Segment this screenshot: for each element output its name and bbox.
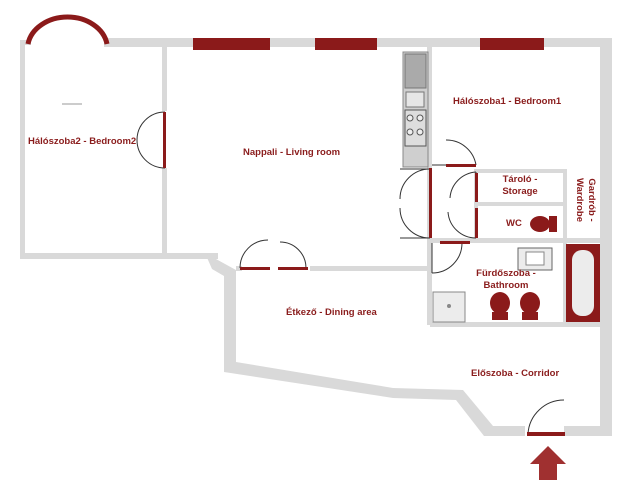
- jamb-kitchen: [429, 168, 432, 238]
- room-label-living: Nappali - Living room: [243, 147, 341, 158]
- door-kitchen-2: [399, 207, 431, 239]
- bathroom-line-1: Fürdőszoba -: [476, 268, 536, 279]
- door-wc: [447, 210, 477, 239]
- room-label-bathroom: Fürdőszoba - Bathroom: [476, 268, 536, 292]
- door-bedroom2-top: [136, 111, 166, 141]
- wall-right: [600, 38, 612, 436]
- door-bedroom1: [432, 139, 477, 166]
- wardrobe-line-1: Gardrób -: [586, 178, 597, 222]
- wall-left: [20, 40, 25, 258]
- room-label-storage: Tároló - Storage: [502, 174, 537, 198]
- bathroom-line-2: Bathroom: [483, 280, 529, 291]
- wall-storage-box: [474, 169, 566, 173]
- door-dining-left: [239, 239, 269, 269]
- wall-bottom-right: [564, 426, 612, 436]
- wc-toilet-icon: [530, 216, 557, 232]
- door-dining-right: [279, 241, 307, 269]
- bay-window-arc: [25, 14, 110, 45]
- wall-bottom-diagonal: [205, 253, 525, 436]
- jamb-bedroom2: [163, 112, 166, 168]
- room-label-dining: Étkező - Dining area: [286, 307, 377, 318]
- room-label-wc: WC: [506, 218, 522, 229]
- storage-line-2: Storage: [502, 186, 538, 197]
- room-label-bedroom2: Hálószoba2 - Bedroom2: [28, 136, 137, 147]
- bath-sink-icon: [517, 247, 553, 271]
- shower-icon: [432, 291, 466, 323]
- wall-dining-top: [310, 266, 430, 271]
- bath-toilet-icon: [490, 292, 510, 320]
- wall-hall-divider: [427, 165, 432, 325]
- entrance-arrow-icon: [530, 446, 566, 480]
- door-kitchen-1: [399, 168, 431, 200]
- interior-walls: [162, 45, 600, 327]
- jamb-dining-right: [278, 267, 308, 270]
- door-bedroom2-bottom: [136, 139, 166, 169]
- jamb-wc: [475, 208, 478, 238]
- window-1: [193, 38, 270, 50]
- door-bathroom: [431, 242, 463, 274]
- sink: [405, 91, 425, 108]
- wardrobe-line-2: Wardrobe: [574, 178, 585, 222]
- wall-bath-top: [430, 238, 600, 243]
- wall-bedroom2-right-low: [162, 168, 167, 255]
- windows: [193, 38, 544, 50]
- room-label-bedroom1: Hálószoba1 - Bedroom1: [453, 96, 562, 107]
- jamb-bathroom: [440, 241, 470, 244]
- wall-bottom-left: [20, 253, 218, 259]
- jamb-dining-left: [240, 267, 270, 270]
- jamb-bedroom1: [446, 164, 476, 167]
- bathtub-icon: [566, 244, 600, 322]
- room-label-wardrobe: Gardrób - Wardrobe: [573, 178, 597, 222]
- fridge: [404, 53, 427, 89]
- stove-icon: [404, 109, 427, 147]
- wall-top-left: [20, 40, 31, 45]
- door-storage: [449, 171, 477, 200]
- storage-line-1: Tároló -: [502, 174, 538, 185]
- jamb-storage: [475, 173, 478, 202]
- jamb-entrance: [527, 432, 565, 436]
- wall-storage-right: [563, 169, 567, 239]
- wall-storage-mid: [474, 202, 566, 206]
- door-entrance: [527, 399, 565, 435]
- wall-bath-right: [563, 238, 567, 324]
- wall-kitchen-divider: [427, 45, 432, 165]
- wall-bath-bottom: [430, 322, 600, 327]
- room-label-corridor: Előszoba - Corridor: [471, 368, 560, 379]
- window-2: [315, 38, 377, 50]
- wall-storage-left: [474, 169, 478, 239]
- kitchen-counter: [402, 51, 429, 168]
- window-3: [480, 38, 544, 50]
- wall-dining-top-left: [236, 266, 242, 271]
- bidet-icon: [520, 292, 540, 320]
- door-jambs: [163, 112, 565, 436]
- wall-bedroom2-right: [162, 45, 167, 111]
